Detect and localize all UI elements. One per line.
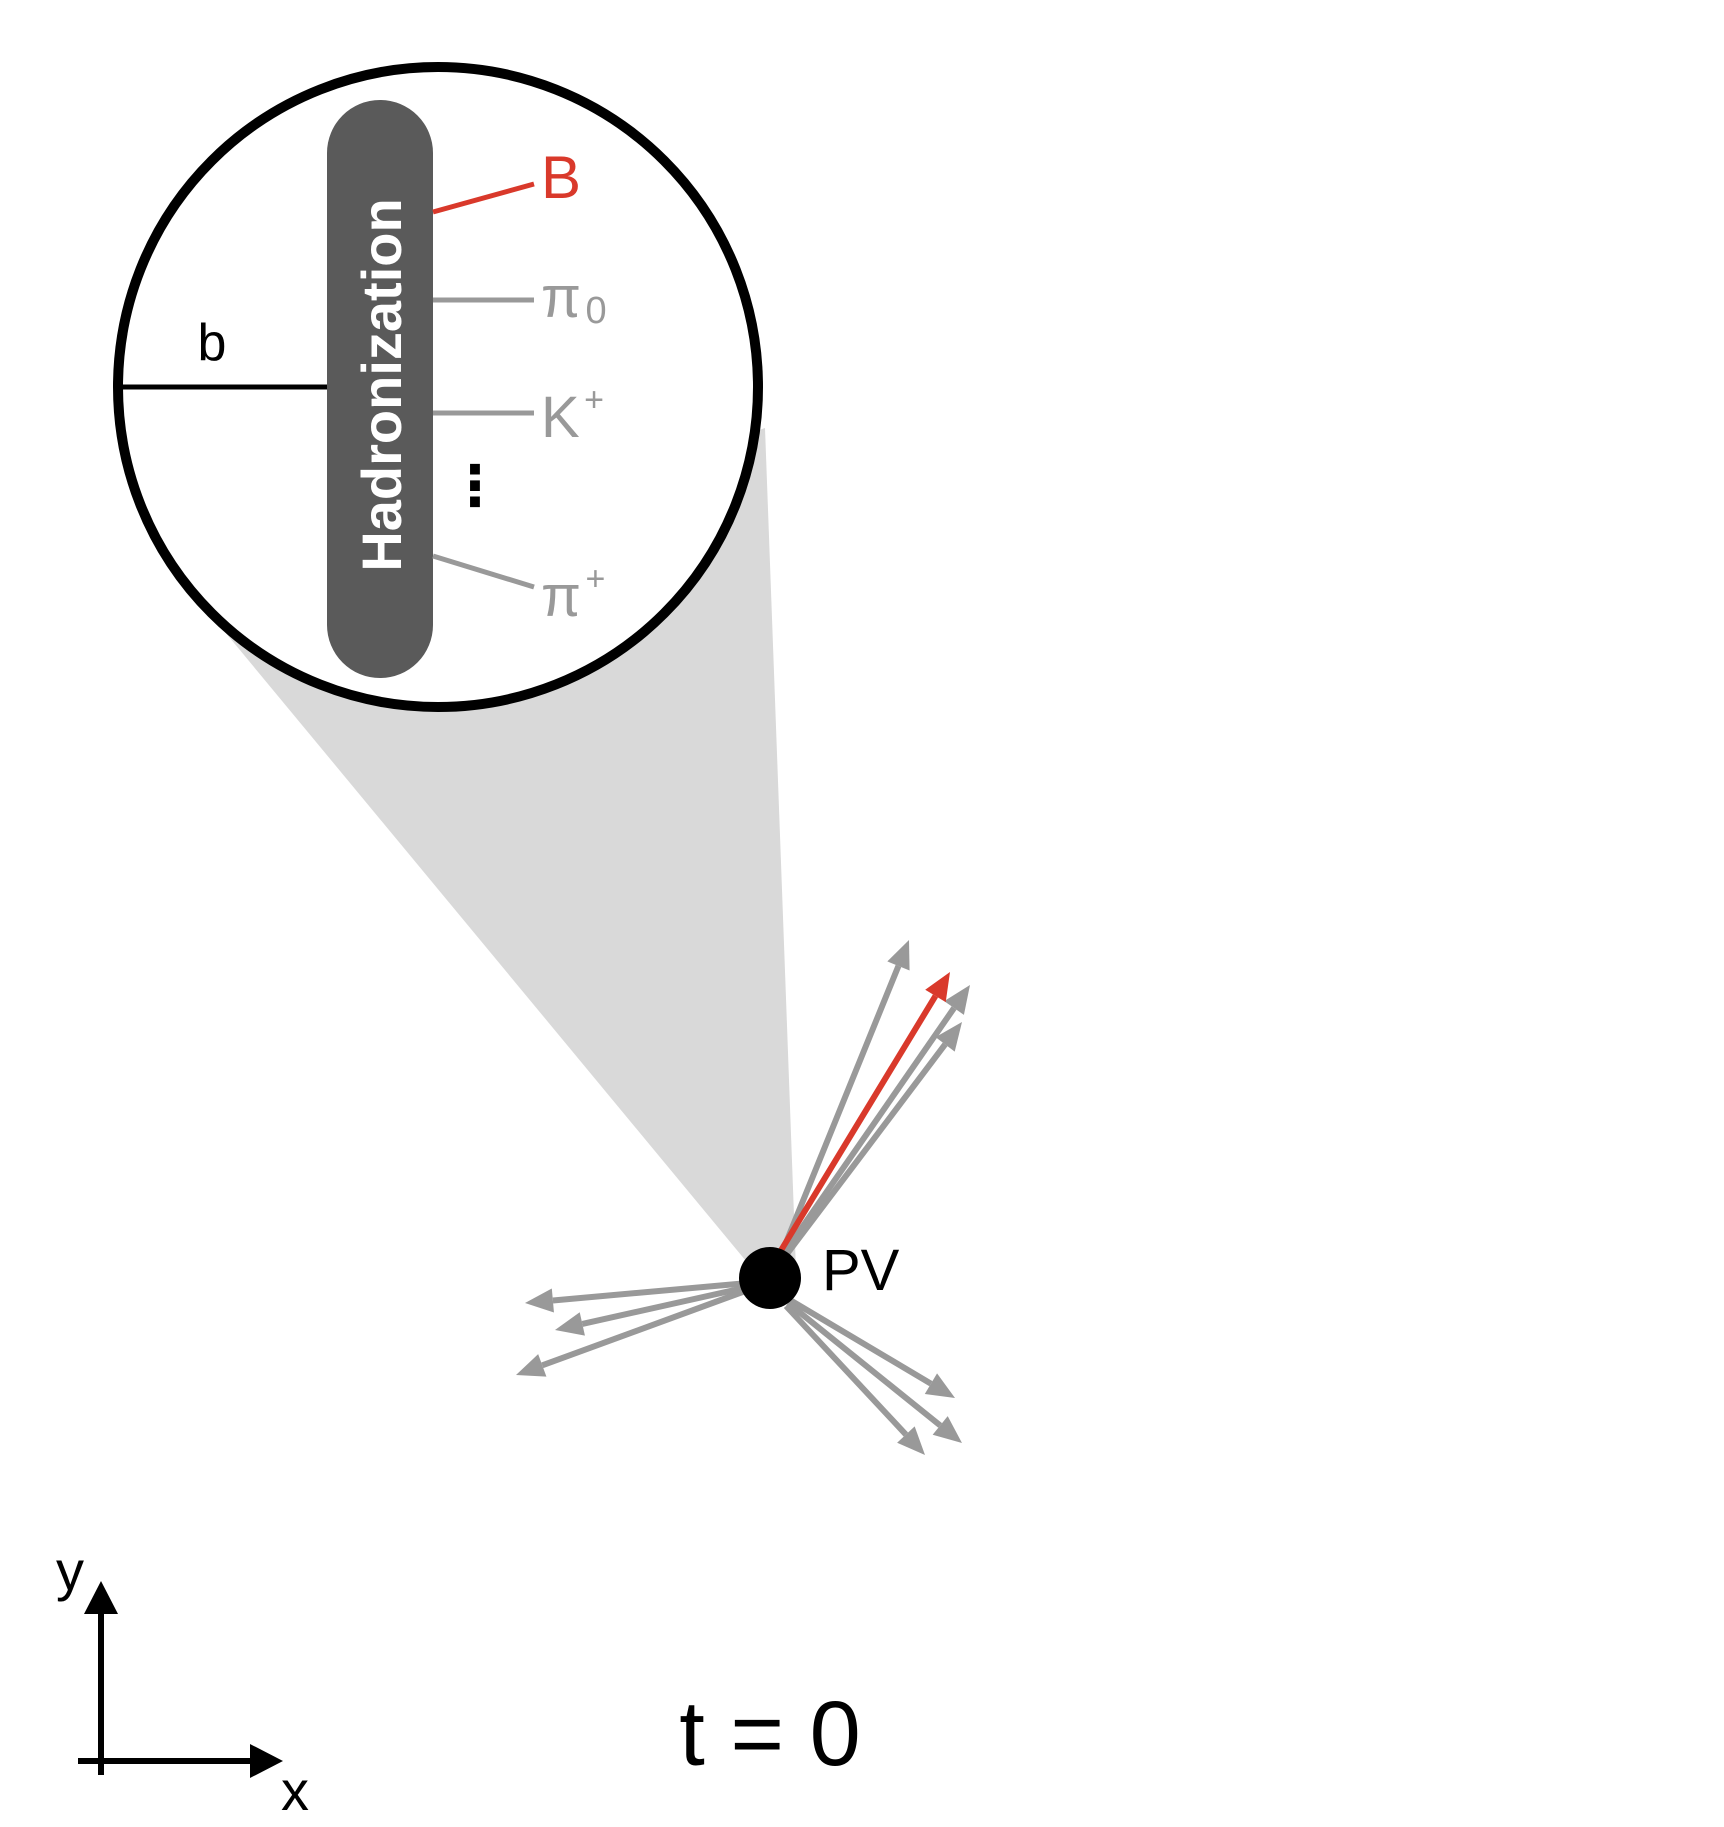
piplus-line — [432, 553, 535, 590]
pi0-label: π 0 — [541, 265, 607, 332]
track-up-1 — [780, 940, 910, 1252]
track-up-2 — [782, 985, 970, 1254]
piplus-label: π + — [541, 560, 605, 629]
particle-tracks — [516, 940, 970, 1455]
track-up-3-arrowhead — [935, 1022, 962, 1052]
y-axis-label: y — [56, 1539, 84, 1602]
track-up-1-shaft — [780, 964, 902, 1252]
kplus-label: K + — [541, 381, 604, 450]
pi0-subscript: 0 — [585, 290, 606, 332]
track-b-meson-arrowhead — [925, 972, 950, 1003]
track-b-meson-shaft — [777, 994, 939, 1254]
pi0-symbol: π — [541, 265, 581, 330]
track-left-3 — [516, 1287, 750, 1377]
hadronization-box — [327, 100, 433, 678]
track-up-3-shaft — [784, 1042, 948, 1256]
track-right-3 — [783, 1303, 925, 1455]
time-label: t = 0 — [679, 1683, 861, 1785]
track-left-2 — [555, 1284, 749, 1336]
track-left-3-arrowhead — [516, 1354, 547, 1377]
kplus-superscript: + — [584, 381, 604, 419]
b-meson-label: B — [541, 144, 581, 211]
track-left-2-shaft — [581, 1284, 749, 1327]
track-right-2-shaft — [786, 1300, 943, 1428]
track-left-2-arrowhead — [555, 1312, 585, 1336]
x-axis-arrowhead — [250, 1744, 283, 1778]
kplus-symbol: K — [541, 385, 580, 450]
track-right-1-arrowhead — [924, 1373, 955, 1398]
ellipsis-label: ⋮ — [447, 454, 503, 517]
track-up-3 — [784, 1022, 962, 1256]
track-right-2-arrowhead — [932, 1416, 962, 1443]
track-up-2-arrowhead — [944, 985, 970, 1015]
hadronization-label: Hadronization — [350, 198, 413, 571]
track-right-3-arrowhead — [897, 1426, 925, 1455]
track-right-2 — [786, 1300, 962, 1443]
track-left-1-arrowhead — [525, 1288, 554, 1313]
x-axis-label: x — [281, 1759, 309, 1822]
track-left-3-shaft — [541, 1287, 750, 1369]
y-axis-arrowhead — [84, 1581, 118, 1614]
piplus-superscript: + — [585, 560, 605, 598]
primary-vertex-label: PV — [822, 1238, 900, 1303]
track-right-3-shaft — [783, 1303, 909, 1437]
track-right-1-shaft — [788, 1297, 933, 1387]
b-meson-line — [432, 181, 535, 215]
track-left-1 — [525, 1280, 749, 1313]
track-up-2-shaft — [782, 1006, 957, 1254]
primary-vertex-dot — [739, 1247, 801, 1309]
piplus-symbol: π — [541, 564, 581, 629]
track-right-1 — [788, 1297, 955, 1398]
b-quark-label: b — [198, 314, 227, 372]
track-b-meson — [777, 972, 950, 1254]
track-up-1-arrowhead — [887, 940, 910, 971]
track-left-1-shaft — [552, 1280, 749, 1304]
